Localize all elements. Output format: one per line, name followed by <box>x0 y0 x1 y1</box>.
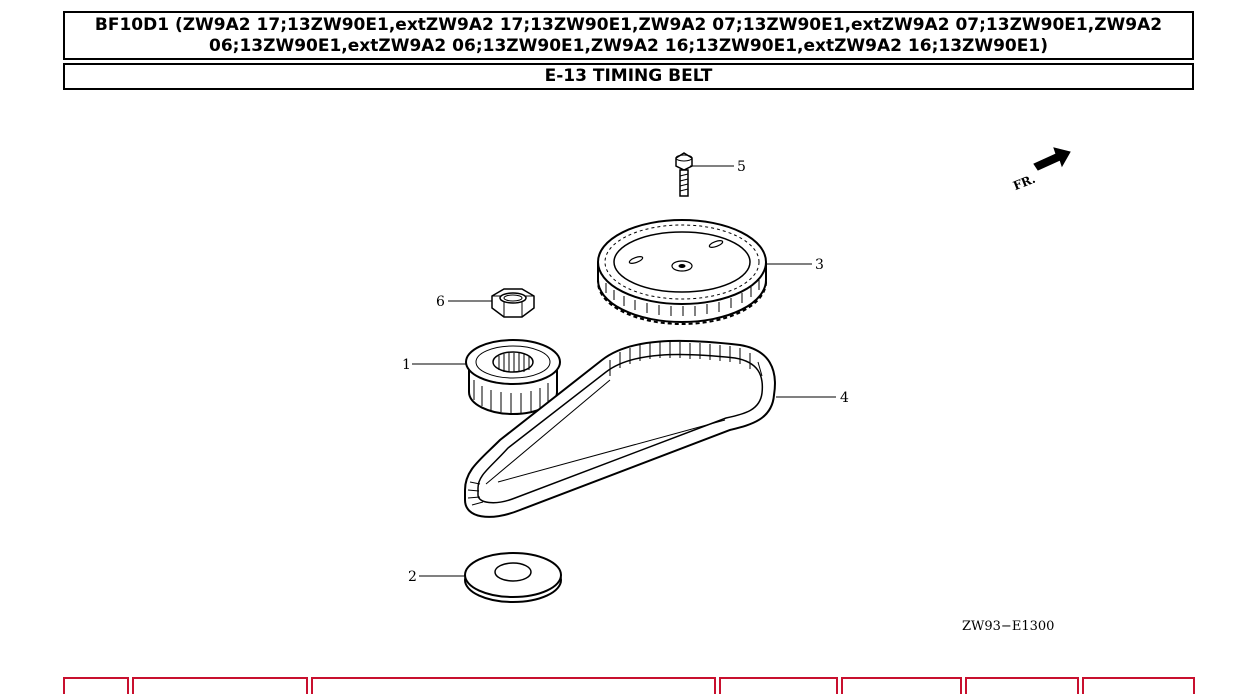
washer-part-2 <box>464 552 562 603</box>
table-header-cell <box>841 677 962 694</box>
section-title: E-13 TIMING BELT <box>63 63 1194 90</box>
front-label: FR. <box>1011 172 1037 193</box>
parts-diagram: 1 2 3 4 5 6 FR. ZW93−E1300 <box>402 147 1071 634</box>
camshaft-pulley-part-3 <box>597 219 767 325</box>
callout-2: 2 <box>408 569 417 585</box>
model-header: BF10D1 (ZW9A2 17;13ZW90E1,extZW9A2 17;13… <box>63 11 1194 60</box>
callout-1: 1 <box>402 357 411 373</box>
table-header-cell <box>63 677 129 694</box>
table-header-cell <box>132 677 308 694</box>
bolt-part-5 <box>675 152 693 197</box>
table-header-cell <box>1082 677 1195 694</box>
table-header-cell <box>311 677 716 694</box>
timing-belt-part-4 <box>464 339 776 518</box>
crankshaft-pulley-part-1 <box>465 339 561 415</box>
parts-table-header-row <box>0 677 1260 694</box>
table-header-cell <box>719 677 838 694</box>
model-line-1: BF10D1 (ZW9A2 17;13ZW90E1,extZW9A2 17;13… <box>94 15 1163 35</box>
front-arrow-icon: FR. <box>1011 147 1071 193</box>
table-header-cell <box>965 677 1079 694</box>
leader-lines <box>412 165 836 577</box>
callout-4: 4 <box>840 390 849 406</box>
callout-5: 5 <box>737 159 746 175</box>
model-line-2: 06;13ZW90E1,extZW9A2 06;13ZW90E1,ZW9A2 1… <box>209 36 1048 56</box>
callout-3: 3 <box>815 257 824 273</box>
nut-part-6 <box>491 288 535 318</box>
callout-6: 6 <box>436 294 445 310</box>
drawing-code: ZW93−E1300 <box>962 619 1054 634</box>
